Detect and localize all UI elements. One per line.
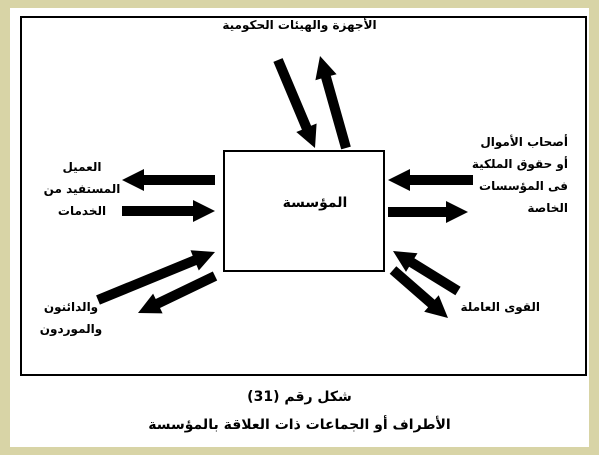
customers-label-line-1: العميل: [62, 160, 102, 174]
diagram-frame: [20, 16, 587, 376]
workforce-label: القوى العاملة: [440, 296, 540, 318]
arrow-to-workforce: [389, 266, 448, 318]
page: المؤسسة الأجهزة والهيئات الحكومية أصحاب …: [10, 8, 589, 447]
customers-label: العميل المستفيد من الخدمات: [34, 156, 130, 222]
customers-label-line-3: الخدمات: [57, 204, 107, 218]
figure-number: شكل رقم (31): [247, 389, 352, 405]
government-label: الأجهزة والهيئات الحكومية: [222, 18, 377, 32]
owners-label-line-1: أصحاب الأموال: [480, 135, 568, 149]
owners-label: أصحاب الأموال أو حقوق الملكية فى المؤسسا…: [450, 131, 568, 219]
workforce-label-line-1: القوى العاملة: [460, 300, 540, 314]
owners-label-line-4: الخاصة: [527, 201, 568, 215]
arrow-from-owners: [388, 169, 473, 191]
arrow-from-creditors: [96, 250, 215, 305]
arrow-to-customer: [122, 169, 215, 191]
owners-label-line-2: أو حقوق الملكية: [471, 157, 568, 171]
creditors-label-line-2: والموردون: [39, 322, 103, 336]
relationship-diagram: [96, 56, 473, 318]
organization-label: المؤسسة: [282, 195, 348, 211]
creditors-label-line-1: والدائنون: [43, 300, 99, 314]
figure-title: الأطراف أو الجماعات ذات العلاقة بالمؤسسة: [148, 417, 451, 433]
arrow-from-government: [273, 58, 317, 148]
customers-label-line-2: المستفيد من: [43, 182, 121, 196]
arrow-to-owners: [388, 201, 468, 223]
owners-label-line-3: فى المؤسسات: [479, 179, 568, 193]
arrow-to-creditors: [138, 271, 218, 314]
arrow-from-customer: [122, 200, 215, 222]
arrow-to-government: [315, 56, 351, 150]
arrows-group: [96, 56, 473, 318]
creditors-label: والدائنون والموردون: [30, 296, 112, 340]
arrow-from-workforce: [393, 251, 461, 296]
organization-box: [223, 150, 385, 272]
